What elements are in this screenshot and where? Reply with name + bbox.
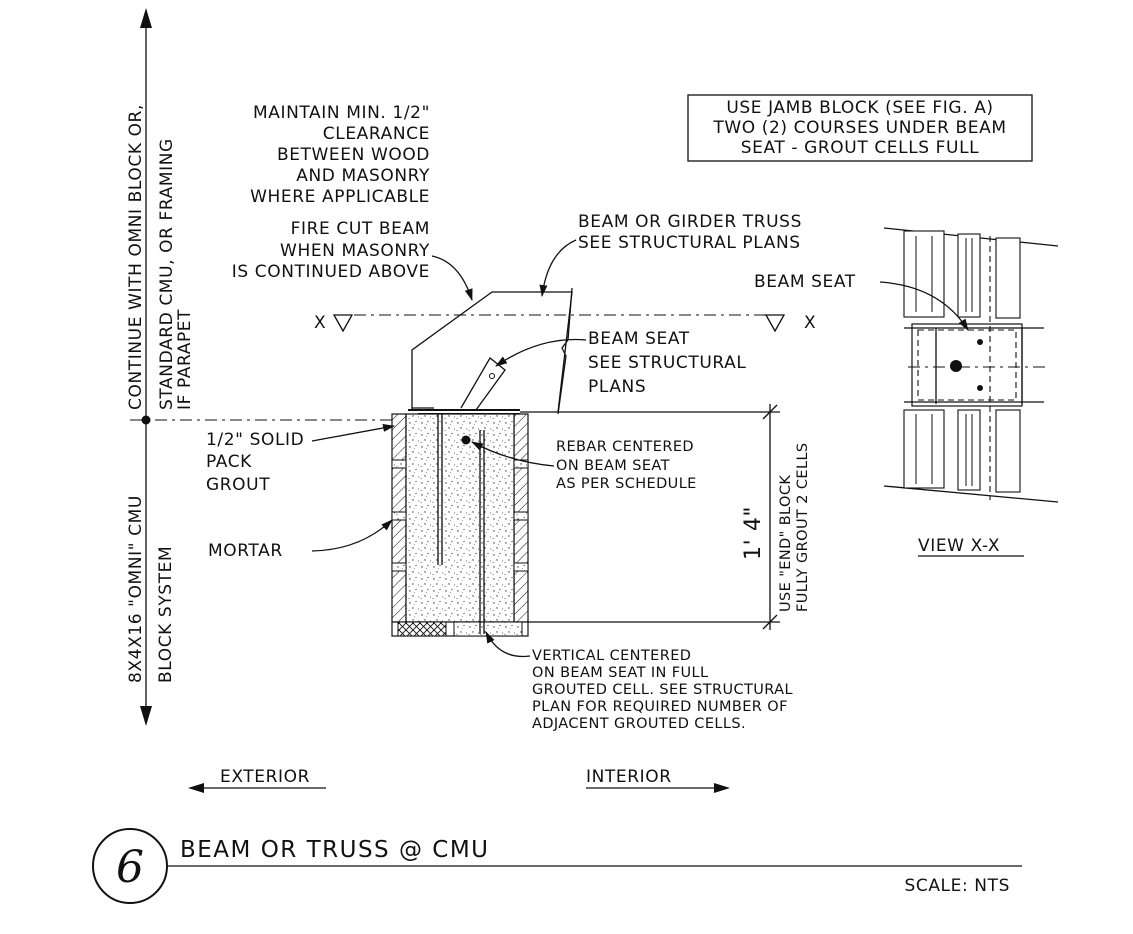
beam-seat-view-note: BEAM SEAT [754,272,856,292]
beam-seat-plans-note: BEAM SEAT SEE STRUCTURAL PLANS [588,329,746,397]
beam-girder-line1: BEAM OR GIRDER TRUSS [578,212,802,232]
omni-cmu-line2: BLOCK SYSTEM [156,546,176,683]
end-block-note: USE "END" BLOCK FULLY GROUT 2 CELLS [778,442,811,612]
clearance-line1: MAINTAIN MIN. 1/2" [253,103,430,123]
section-mark-left: X [314,313,326,333]
beam-girder-line2: SEE STRUCTURAL PLANS [578,233,801,253]
fire-cut-leader [431,255,473,301]
omni-cmu-note: 8X4X16 "OMNI" CMU BLOCK SYSTEM [126,495,176,683]
solid-pack-line2: PACK [206,452,252,472]
fire-cut-line2: WHEN MASONRY [280,241,430,261]
interior-direction: INTERIOR [586,767,730,793]
title-block: 6 BEAM OR TRUSS @ CMU SCALE: NTS [92,828,1022,904]
beam-seat-plans-line3: PLANS [588,377,646,397]
rebar-line1: REBAR CENTERED [556,439,694,455]
detail-number: 6 [116,842,144,893]
solid-pack-line3: GROUT [206,475,270,495]
mortar-leader [311,519,393,552]
beam-seat-view-label: BEAM SEAT [754,272,856,292]
beam-seat-bracket [408,357,520,415]
jamb-line1: USE JAMB BLOCK (SEE FIG. A) [726,98,993,118]
clearance-line2: CLEARANCE [323,124,430,144]
beam-girder-leader [539,239,577,297]
end-block-line2: FULLY GROUT 2 CELLS [795,442,811,612]
section-cut-line: X X [314,313,816,333]
rebar-note: REBAR CENTERED ON BEAM SEAT AS PER SCHED… [556,439,697,492]
solid-pack-note: 1/2" SOLID PACK GROUT [206,430,304,495]
view-x-x-detail [883,227,1059,503]
vertical-leader [485,631,531,658]
clearance-line3: BETWEEN WOOD [277,145,430,165]
vertical-line1: VERTICAL CENTERED [532,648,691,664]
beam-seat-plans-line1: BEAM SEAT [588,329,690,349]
view-label: VIEW X-X [918,536,1024,557]
view-x-x-label: VIEW X-X [918,536,1000,556]
vertical-line2: ON BEAM SEAT IN FULL [532,665,709,681]
fire-cut-line1: FIRE CUT BEAM [291,219,430,239]
section-triangle-left [332,314,354,333]
height-arrow [140,8,152,726]
continue-note-line1: CONTINUE WITH OMNI BLOCK OR, [126,104,146,410]
vertical-line4: PLAN FOR REQUIRED NUMBER OF [532,699,788,715]
solid-pack-line1: 1/2" SOLID [206,430,304,450]
beam-seat-plans-leader [495,338,587,367]
mortar-label: MORTAR [208,541,283,561]
section-mark-right: X [804,313,816,333]
beam-seat-view-leader [879,281,969,331]
vertical-line3: GROUTED CELL. SEE STRUCTURAL [532,682,793,698]
interior-label: INTERIOR [586,767,672,787]
fire-cut-note: FIRE CUT BEAM WHEN MASONRY IS CONTINUED … [232,219,430,282]
jamb-block-box [687,94,1033,162]
continue-note: CONTINUE WITH OMNI BLOCK OR, STANDARD CM… [126,104,195,410]
section-triangle-right [764,314,786,333]
rebar-line3: AS PER SCHEDULE [556,476,697,492]
continue-note-line3: IF PARAPET [175,309,195,410]
dimension-label: 1' 4" [741,506,766,560]
clearance-note: MAINTAIN MIN. 1/2" CLEARANCE BETWEEN WOO… [250,103,430,207]
continue-note-line2: STANDARD CMU, OR FRAMING [157,138,177,410]
mortar-note: MORTAR [208,541,283,561]
beam-girder-note: BEAM OR GIRDER TRUSS SEE STRUCTURAL PLAN… [578,212,802,253]
beam-seat-plans-line2: SEE STRUCTURAL [588,353,746,373]
rebar-line2: ON BEAM SEAT [556,458,670,474]
vertical-note: VERTICAL CENTERED ON BEAM SEAT IN FULL G… [532,648,793,732]
rebar-leader [471,441,555,467]
jamb-line3: SEAT - GROUT CELLS FULL [741,138,979,158]
solid-pack-leader [311,424,395,442]
vertical-line5: ADJACENT GROUTED CELLS. [532,716,746,732]
omni-cmu-line1: 8X4X16 "OMNI" CMU [126,495,146,683]
detail-title: BEAM OR TRUSS @ CMU [180,837,490,863]
end-block-line1: USE "END" BLOCK [778,475,794,612]
clearance-line5: WHERE APPLICABLE [250,187,430,207]
jamb-line2: TWO (2) COURSES UNDER BEAM [712,118,1006,138]
detail-number-bubble [92,828,168,904]
scale-label: SCALE: NTS [904,876,1010,896]
clearance-line4: AND MASONRY [296,166,430,186]
height-dimension: 1' 4" [520,404,780,630]
fire-cut-line3: IS CONTINUED ABOVE [232,262,430,282]
exterior-direction: EXTERIOR [188,767,326,793]
beam [411,287,573,415]
exterior-label: EXTERIOR [220,767,310,787]
jamb-block-note: USE JAMB BLOCK (SEE FIG. A) TWO (2) COUR… [687,94,1033,162]
cmu-wall [391,413,529,637]
